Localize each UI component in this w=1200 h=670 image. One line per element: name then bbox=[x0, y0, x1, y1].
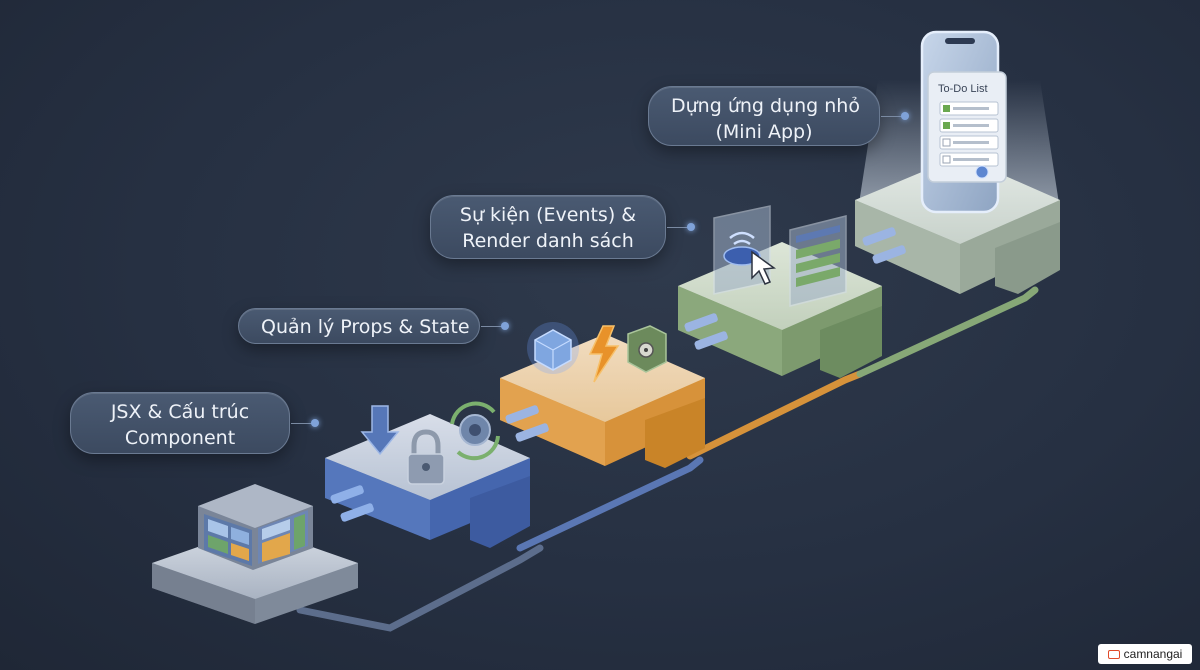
step-block-mini-app: To-Do List bbox=[855, 30, 1060, 294]
wifi-button-icon bbox=[713, 205, 771, 295]
connector-pipes bbox=[296, 286, 1039, 632]
brand-badge[interactable]: camnangai bbox=[1098, 644, 1192, 664]
step-label-line2: Component bbox=[124, 427, 236, 449]
pipe-3 bbox=[686, 370, 864, 460]
brand-logo-icon bbox=[1107, 649, 1120, 659]
phone-title: To-Do List bbox=[938, 83, 988, 95]
step-label-line2: Render danh sách bbox=[462, 230, 634, 252]
step-label-line1: Sự kiện (Events) & bbox=[459, 204, 637, 226]
pipe-4 bbox=[856, 286, 1039, 378]
list-panel-icon bbox=[789, 215, 847, 307]
step-label-jsx-component: JSX & Cấu trúc Component bbox=[70, 392, 319, 454]
step-label-props-state: Quản lý Props & State bbox=[238, 308, 509, 344]
step-label-line1: Dựng ứng dụng nhỏ bbox=[671, 95, 860, 117]
cursor-icon bbox=[751, 250, 777, 285]
padlock-icon bbox=[407, 429, 445, 485]
download-arrow-icon bbox=[360, 405, 400, 456]
step-label-line2: (Mini App) bbox=[715, 121, 813, 143]
lightning-icon bbox=[588, 325, 620, 383]
step-block-events bbox=[500, 322, 705, 468]
step-label-mini-app: Dựng ứng dụng nhỏ (Mini App) bbox=[648, 86, 909, 146]
safe-box-icon bbox=[627, 325, 667, 373]
brand-name: camnangai bbox=[1123, 647, 1183, 661]
step-label-line1: Quản lý Props & State bbox=[261, 316, 470, 338]
smartphone-icon: To-Do List bbox=[920, 30, 1007, 214]
step-block-render-list bbox=[678, 205, 882, 378]
pipe-2 bbox=[516, 456, 704, 552]
step-label-events-render: Sự kiện (Events) & Render danh sách bbox=[430, 195, 695, 259]
step-block-component bbox=[152, 484, 358, 624]
cube-icon bbox=[527, 322, 579, 374]
step-label-line1: JSX & Cấu trúc bbox=[110, 401, 250, 423]
window-layout-icon bbox=[204, 510, 308, 566]
pipe-1 bbox=[296, 544, 544, 632]
refresh-gear-icon bbox=[450, 401, 500, 461]
todo-items bbox=[939, 101, 999, 167]
step-block-props-state bbox=[325, 401, 530, 548]
